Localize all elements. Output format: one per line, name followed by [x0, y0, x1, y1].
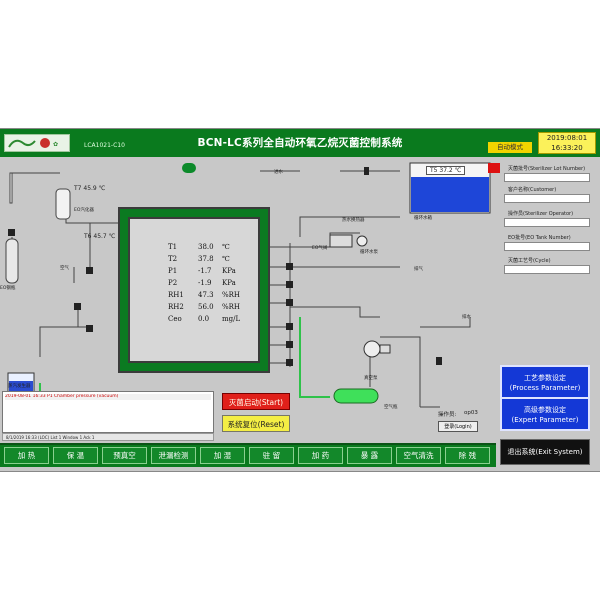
- air-tank-label: 空气瓶: [384, 405, 398, 410]
- customer-field[interactable]: [504, 194, 590, 203]
- mode-indicator: 自动模式: [488, 142, 532, 153]
- drain-label: 排水: [462, 315, 471, 320]
- tab-humidify[interactable]: 加 湿: [200, 447, 245, 464]
- date-text: 2019:08:01: [546, 134, 588, 142]
- exit-system-button[interactable]: 退出系统(Exit System): [500, 439, 590, 465]
- expert-parameter-button[interactable]: 高级参数设定 (Expert Parameter): [500, 397, 590, 431]
- button-label-cn: 高级参数设定: [524, 406, 566, 414]
- steam-generator-label: 蒸汽发生器: [8, 384, 31, 389]
- reading-label: T2: [168, 255, 178, 263]
- log-entry: 2019-08-01 16:33 P1 Chamber pressure (va…: [5, 394, 211, 400]
- reading-label: RH1: [168, 291, 184, 299]
- process-parameter-button[interactable]: 工艺参数设定 (Process Parameter): [500, 365, 590, 399]
- eo-valve-label: EO气阀: [312, 246, 328, 251]
- start-button[interactable]: 灭菌启动(Start): [222, 393, 290, 410]
- field-label: 灭菌批号(Sterilizer Lot Number): [508, 166, 586, 172]
- tab-leak-test[interactable]: 泄漏检测: [151, 447, 196, 464]
- reading-value: -1.7: [198, 267, 212, 275]
- tab-add-agent[interactable]: 加 药: [298, 447, 343, 464]
- operator-value: op03: [464, 410, 478, 416]
- reading-value: 37.8: [198, 255, 214, 263]
- title-bar: ✿ LCA1021-C10 BCN-LC系列全自动环氧乙烷灭菌控制系统 自动模式…: [0, 129, 600, 157]
- reset-button[interactable]: 系统复位(Reset): [222, 415, 290, 432]
- lot-number-field[interactable]: [504, 173, 590, 182]
- heat-exchanger-label: 热水换热器: [342, 218, 365, 223]
- field-label: 灭菌工艺号(Cycle): [508, 258, 551, 264]
- field-label: EO批号(EO Tank Number): [508, 235, 571, 241]
- reading-value: 0.0: [198, 315, 210, 323]
- reading-label: P2: [168, 279, 178, 287]
- system-subtitle: LCA1021-C10: [84, 142, 125, 149]
- reading-label: Ceo: [168, 315, 182, 323]
- eo-bottle-label: EO钢瓶: [0, 286, 16, 291]
- operator-field[interactable]: [504, 218, 590, 227]
- air-label: 空气: [60, 266, 69, 271]
- reading-label: RH2: [168, 303, 184, 311]
- water-in-label: 进水: [274, 170, 283, 175]
- company-logo: ✿: [4, 134, 70, 152]
- field-label: 客户名称(Customer): [508, 187, 557, 193]
- circ-pump-label: 循环水泵: [360, 250, 378, 255]
- log-status-bar: 8/1/2019 16:33 (LOC) List 1 Window 1 Ack…: [2, 433, 214, 441]
- eo-tank-field[interactable]: [504, 242, 590, 251]
- reading-unit: KPa: [222, 267, 236, 275]
- reading-unit: mg/L: [222, 315, 241, 323]
- reading-value: 56.0: [198, 303, 214, 311]
- tab-insulation[interactable]: 保 温: [53, 447, 98, 464]
- tab-residue-removal[interactable]: 除 残: [445, 447, 490, 464]
- button-label-cn: 工艺参数设定: [524, 374, 566, 382]
- reading-value: 38.0: [198, 243, 214, 251]
- svg-text:✿: ✿: [53, 141, 58, 148]
- tab-exposure[interactable]: 暴 露: [347, 447, 392, 464]
- exhaust-label: 排气: [414, 267, 423, 272]
- reading-value: -1.9: [198, 279, 212, 287]
- tab-air-wash[interactable]: 空气清洗: [396, 447, 441, 464]
- reading-label: T1: [168, 243, 178, 251]
- page-title: BCN-LC系列全自动环氧乙烷灭菌控制系统: [197, 137, 403, 149]
- water-tank-label: 循环水箱: [414, 216, 432, 221]
- reading-unit: %RH: [222, 291, 241, 299]
- tab-heating[interactable]: 加 热: [4, 447, 49, 464]
- alarm-log: 2019-08-01 16:33 P1 Chamber pressure (va…: [2, 391, 214, 433]
- reading-unit: ℃: [222, 255, 230, 263]
- vacuum-pump-label: 真空泵: [364, 376, 378, 381]
- clock: 2019:08:01 16:33:20: [538, 132, 596, 154]
- reading-unit: %RH: [222, 303, 241, 311]
- button-label-en: (Process Parameter): [509, 384, 581, 392]
- tab-dwell[interactable]: 驻 留: [249, 447, 294, 464]
- sensor-t7: T7 45.9 ℃: [74, 185, 106, 192]
- tab-prevacuum[interactable]: 预真空: [102, 447, 147, 464]
- time-text: 16:33:20: [551, 144, 583, 152]
- cycle-field[interactable]: [504, 265, 590, 274]
- chamber-readings-panel: T1 38.0 ℃ T2 37.8 ℃ P1 -1.7 KPa P2 -1.9 …: [128, 217, 260, 363]
- reading-value: 47.3: [198, 291, 214, 299]
- hmi-screen: ✿ LCA1021-C10 BCN-LC系列全自动环氧乙烷灭菌控制系统 自动模式…: [0, 128, 600, 472]
- button-label-en: (Expert Parameter): [511, 416, 579, 424]
- reading-unit: KPa: [222, 279, 236, 287]
- reading-unit: ℃: [222, 243, 230, 251]
- login-button[interactable]: 登录(Login): [438, 421, 478, 432]
- eo-heater-label: EO汽化器: [74, 208, 94, 213]
- sensor-t5: T5 37.2 ℃: [426, 166, 466, 175]
- reading-label: P1: [168, 267, 178, 275]
- field-label: 操作员(Sterilizer Operator): [508, 211, 574, 217]
- sensor-t6: T6 45.7 ℃: [84, 233, 116, 240]
- operator-label: 操作员:: [438, 412, 457, 418]
